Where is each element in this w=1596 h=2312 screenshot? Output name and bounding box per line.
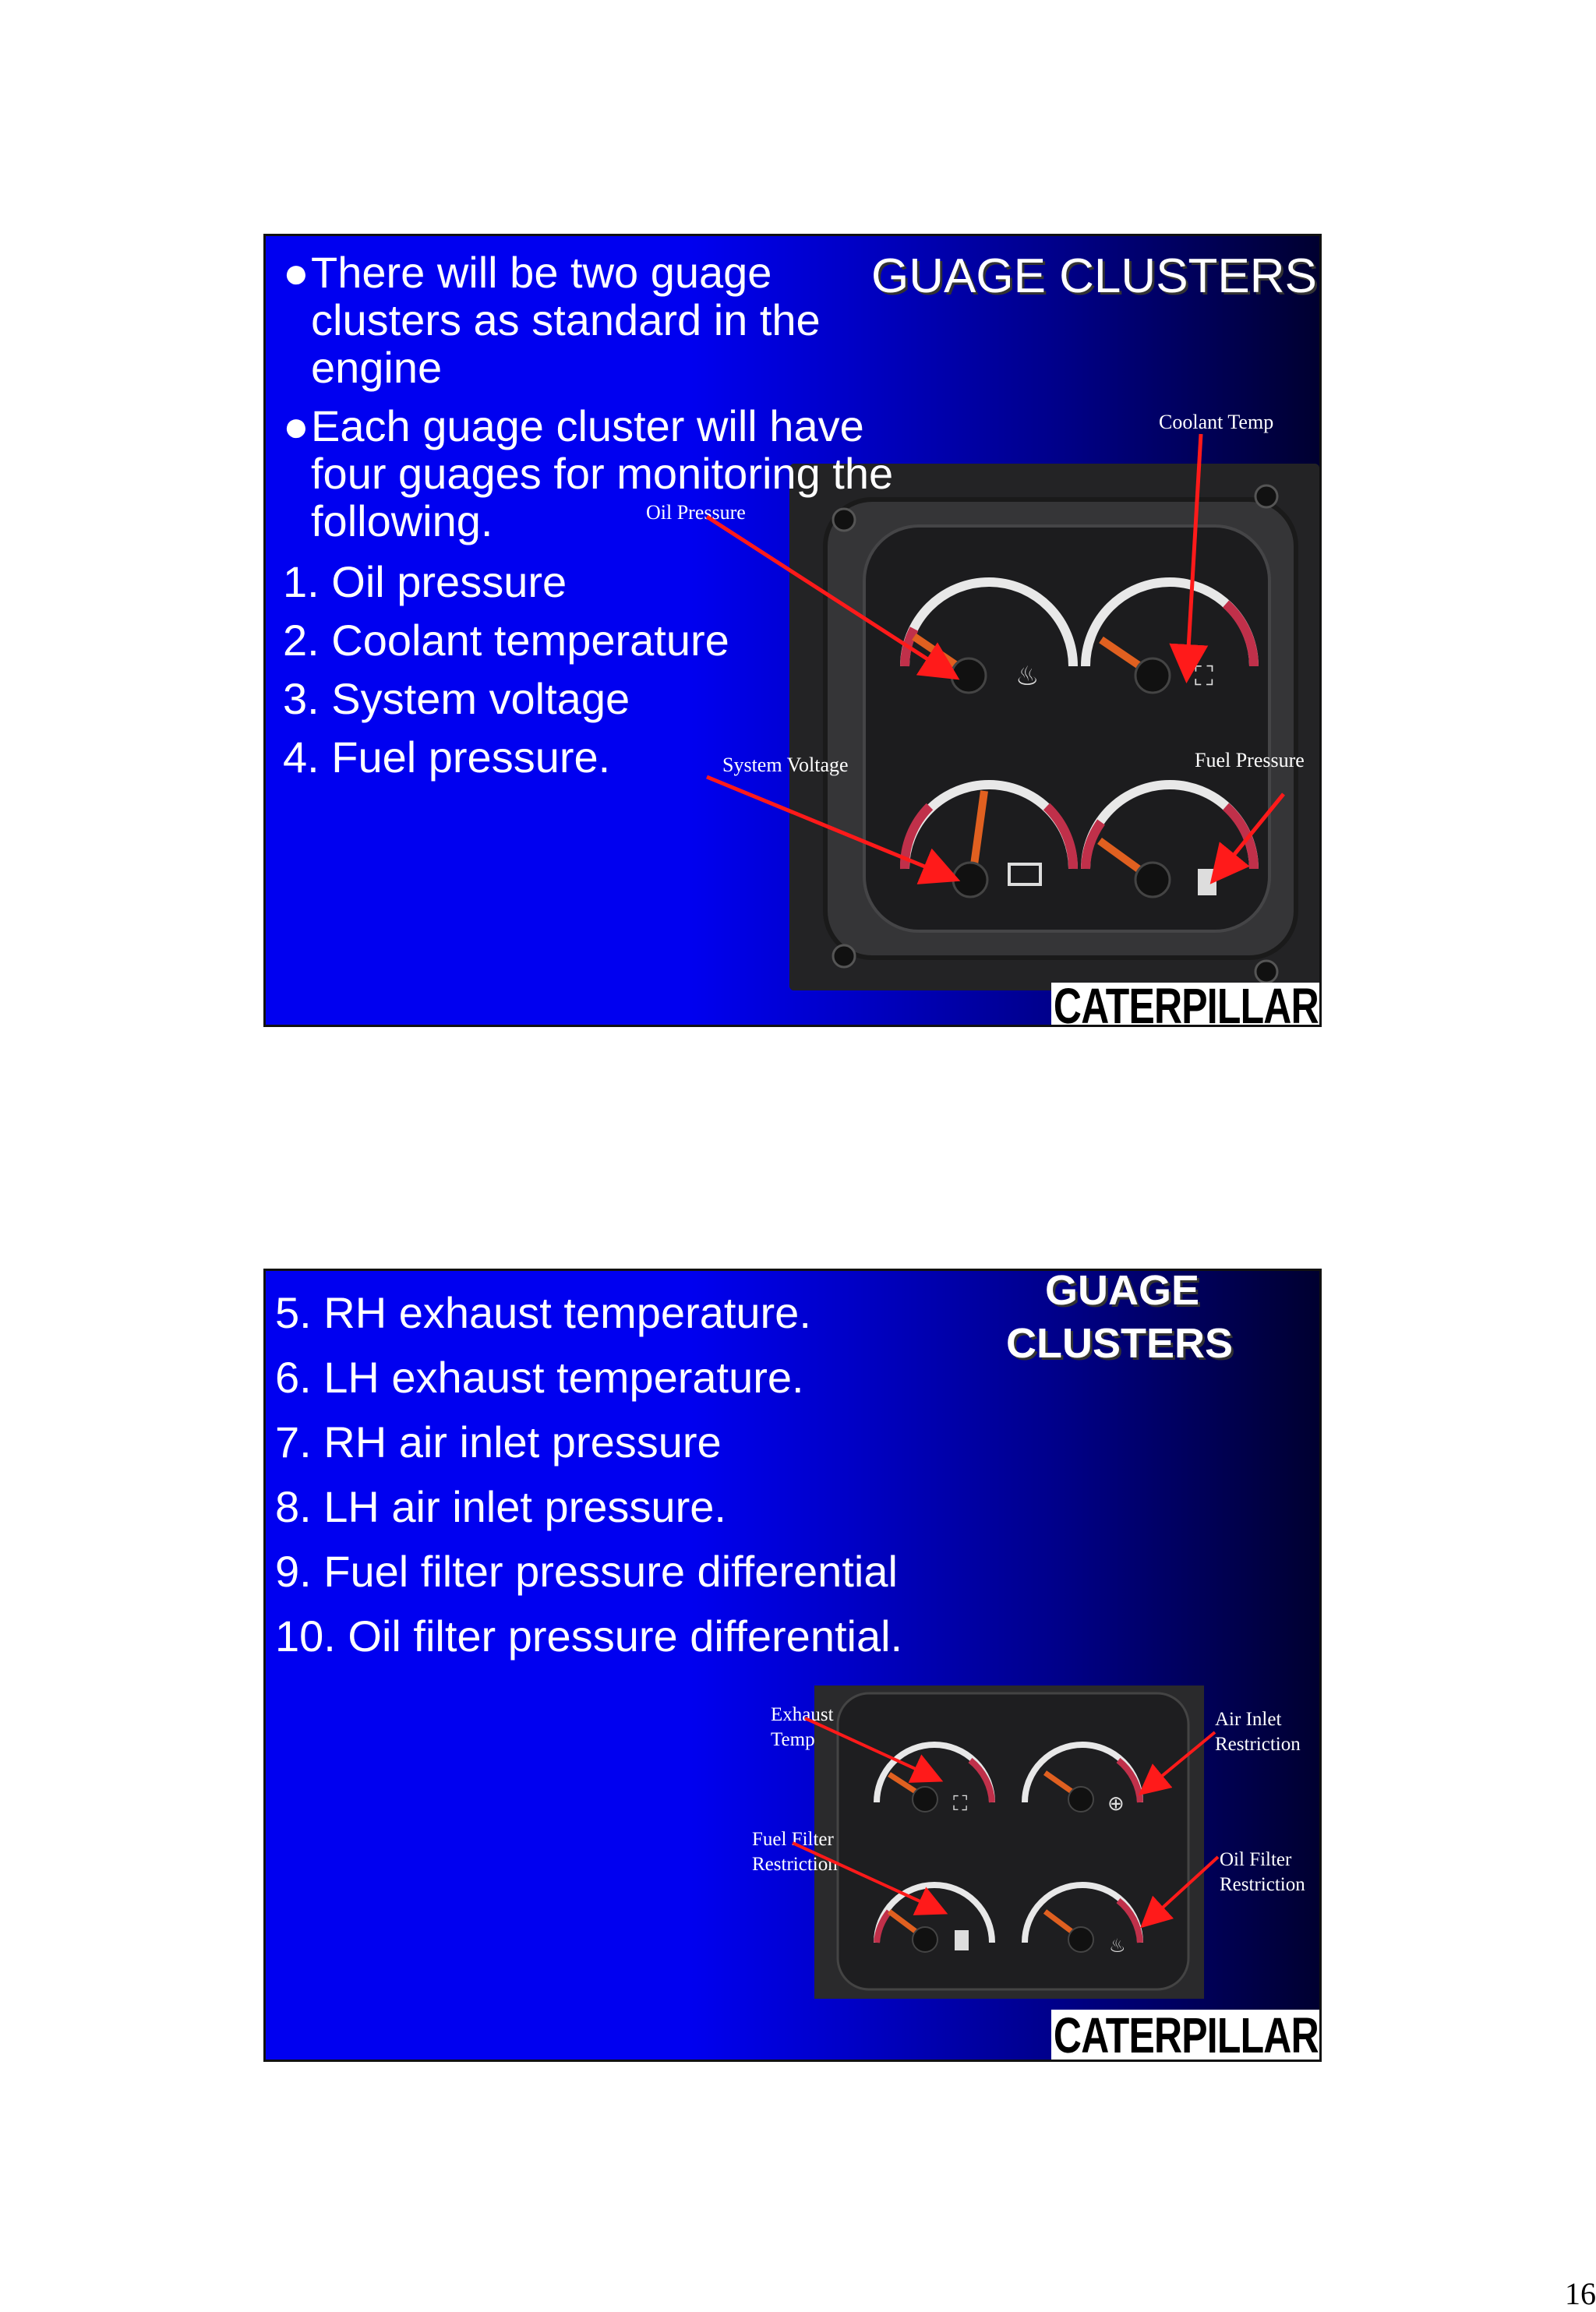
gauge-cluster-photo: ⛶ ⊕ ♨ [814, 1685, 1204, 1999]
caterpillar-logo: CATERPILLAR [1051, 978, 1319, 1025]
svg-text:♨: ♨ [1109, 1935, 1126, 1957]
slide-gauge-clusters-1: ♨ ⛶ [263, 234, 1322, 1027]
callout-coolant-temp: Coolant Temp [1159, 411, 1274, 433]
list-item: 9. Fuel filter pressure differential [275, 1547, 898, 1596]
slide-title-line-2: CLUSTERS [1006, 1320, 1234, 1367]
coolant-temp-gauge: ⛶ [1081, 577, 1259, 694]
callout-air-inlet-restriction: Air Inlet Restriction [1215, 1709, 1301, 1755]
callout-fuel-pressure: Fuel Pressure [1195, 749, 1305, 771]
list-item: 6. LH exhaust temperature. [275, 1353, 804, 1402]
gauge-cluster-graphic: ⛶ ⊕ ♨ [814, 1685, 1204, 1999]
list-item: 3. System voltage [283, 674, 630, 723]
page-number: 16 [1565, 2276, 1596, 2311]
list-item: 2. Coolant temperature [283, 616, 729, 665]
caterpillar-logo: CATERPILLAR [1051, 2007, 1319, 2060]
monitoring-list: 5. RH exhaust temperature. 6. LH exhaust… [275, 1280, 902, 1668]
list-item: 7. RH air inlet pressure [275, 1417, 722, 1467]
list-item: 8. LH air inlet pressure. [275, 1482, 726, 1531]
callout-exhaust-temp: Exhaust Temp [771, 1704, 834, 1750]
bullet-item: ●Each guage cluster will have four guage… [283, 401, 894, 545]
list-item: 1. Oil pressure [283, 557, 567, 606]
svg-text:⊕: ⊕ [1107, 1792, 1125, 1816]
callout-oil-pressure: Oil Pressure [646, 501, 746, 524]
svg-text:♨: ♨ [1015, 661, 1039, 692]
callout-fuel-filter-restriction: Fuel Filter Restriction [752, 1829, 838, 1875]
callout-oil-filter-restriction: Oil Filter Restriction [1220, 1849, 1305, 1895]
list-item: 10. Oil filter pressure differential. [275, 1611, 903, 1661]
slide-title-line-1: GUAGE [1045, 1269, 1200, 1314]
callout-system-voltage: System Voltage [722, 754, 849, 776]
slide-title: GUAGE CLUSTERS [871, 249, 1317, 303]
svg-text:⛶: ⛶ [953, 1792, 967, 1816]
bullet-item: ●There will be two guage clusters as sta… [283, 248, 821, 392]
air-inlet-gauge: ⊕ [1022, 1742, 1143, 1816]
monitoring-list: 1. Oil pressure 2. Coolant temperature 3… [283, 552, 729, 786]
list-item: 4. Fuel pressure. [283, 732, 611, 782]
bullet-list: ●There will be two guage clusters as sta… [283, 249, 906, 556]
svg-text:⛶: ⛶ [1195, 661, 1213, 692]
oil-filter-gauge: ♨ [1022, 1882, 1143, 1957]
slide-gauge-clusters-2: GUAGE CLUSTERS 5. RH exhaust temperature… [263, 1269, 1322, 2062]
list-item: 5. RH exhaust temperature. [275, 1288, 811, 1337]
